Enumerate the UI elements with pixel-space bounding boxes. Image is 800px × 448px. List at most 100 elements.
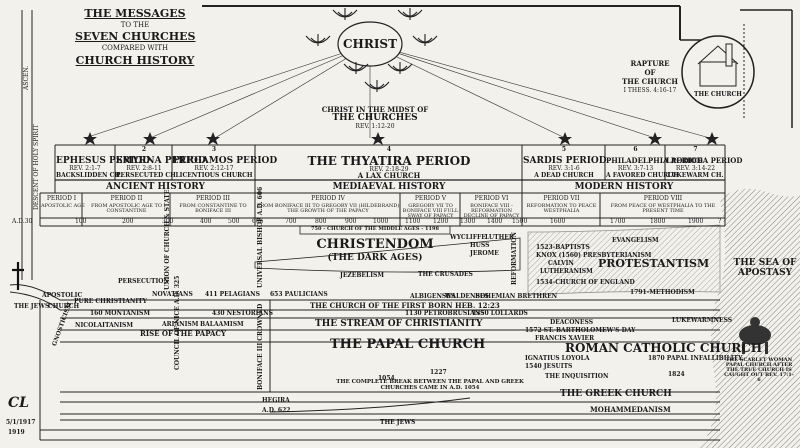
- rapture-ref: I THESS. 4:16-17: [623, 87, 677, 94]
- church-philadelphia-desc: A FAVORED CHURCH: [606, 172, 679, 179]
- balaamism-label: BALAAMISM: [200, 321, 244, 328]
- protestantism-label: PROTESTANTISM: [598, 257, 710, 270]
- year-label: 500: [228, 218, 240, 225]
- ad622-label: A.D. 622: [262, 407, 291, 414]
- christ-midst-line1: CHRIST IN THE MIDST OF: [321, 105, 429, 114]
- church-thyatira-num: 4: [386, 146, 392, 153]
- year-label: 300: [162, 218, 174, 225]
- jesuits-label: 1540 JESUITS: [525, 363, 573, 370]
- crusades-label: THE CRUSADES: [418, 271, 473, 278]
- lollards-label: 1350 LOLLARDS: [472, 310, 528, 317]
- year-label: 700: [285, 218, 297, 225]
- year-label: A.D.30: [12, 218, 33, 225]
- mohammedanism-label: MOHAMMEDANISM: [590, 405, 671, 414]
- papal-church-label: THE PAPAL CHURCH: [330, 337, 486, 352]
- methodism-label: 1791-METHODISM: [630, 289, 695, 296]
- period-2-desc: FROM APOSTOLIC AGE TO CONSTANTINE: [91, 203, 162, 214]
- period-6-label: PERIOD VI: [474, 195, 509, 202]
- period-7-label: PERIOD VII: [543, 195, 580, 202]
- lutheranism-label: LUTHERANISM: [540, 268, 593, 275]
- sea-label: THE SEA OF APOSTASY: [733, 258, 797, 279]
- church-laodicea-ref: REV. 3:14-22: [675, 165, 716, 172]
- universal-bishop-label: UNIVERSAL BISHOP A.D. 606: [257, 186, 264, 288]
- hegira-label: HEGIRA: [262, 397, 290, 404]
- year-label: 1800: [650, 218, 666, 225]
- deaconess-label: DEACONESS: [550, 319, 594, 326]
- xavier-label: FRANCIS XAVIER: [535, 335, 595, 342]
- year-label: 1100: [405, 218, 421, 225]
- council-nice-label: COUNCIL OF NICE A.D. 325: [174, 275, 181, 370]
- huss-label: HUSS: [470, 242, 490, 249]
- christ-midst-ref: REV. 1:12-20: [355, 123, 395, 130]
- scarlet-woman-figure: [739, 317, 771, 354]
- greek-church-label: THE GREEK CHURCH: [560, 389, 672, 399]
- year-1054-label: 1054: [378, 375, 395, 382]
- calvin-label: CALVIN: [548, 260, 574, 267]
- infallibility-label: 1870 PAPAL INFALLIBILITY: [648, 355, 743, 362]
- jerome-label: JEROME: [470, 250, 499, 257]
- period-3-label: PERIOD III: [195, 195, 231, 202]
- descent-label: DESCENT OF HOLY SPIRIT: [33, 124, 40, 210]
- albigenses-label: ALBIGENSES: [410, 293, 456, 300]
- title-line2: TO THE: [120, 21, 150, 29]
- church-laodicea-num: 7: [693, 146, 698, 153]
- first-born-label: THE CHURCH OF THE FIRST BORN HEB. 12:23: [310, 301, 500, 310]
- montanism-label: 160 MONTANISM: [90, 310, 151, 317]
- evangelism-label: EVANGELISM: [612, 237, 659, 244]
- title-line4: COMPARED WITH: [101, 44, 169, 52]
- church-smyrna-desc: PERSECUTED CH.: [116, 172, 178, 179]
- church-pergamos-num: 3: [211, 146, 217, 153]
- year-label: 1900: [688, 218, 704, 225]
- year-label: 800: [315, 218, 327, 225]
- period-7-desc: REFORMATION TO PEACE WESTPHALIA: [526, 203, 597, 214]
- persecution-label: PERSECUTION: [118, 278, 169, 285]
- rapture-line2: OF: [644, 68, 656, 77]
- jews-top-label: THE JEWS: [14, 303, 50, 310]
- church-pergamos-ref: REV. 2:12-17: [194, 165, 234, 172]
- rapture-church-label: THE CHURCH: [694, 91, 742, 98]
- lukewarmness-label: LUKEWARMNESS: [672, 317, 733, 324]
- year-label: 1600: [550, 218, 566, 225]
- church-left-label: CHURCH: [48, 303, 80, 310]
- loyola-label: IGNATIUS LOYOLA: [525, 355, 590, 362]
- church-ephesus-ref: REV. 2:1-7: [69, 165, 101, 172]
- church-england-label: 1534-CHURCH OF ENGLAND: [536, 279, 635, 286]
- year-label: 100: [75, 218, 87, 225]
- wycliffe-label: WYCLIFFE: [450, 234, 486, 241]
- nestorians-label: 430 NESTORIANS: [212, 310, 273, 317]
- year-1227-label: 1227: [430, 369, 447, 376]
- year-label: 900: [345, 218, 357, 225]
- rapture-line3: THE CHURCH: [622, 77, 678, 86]
- baptists-label: 1523-BAPTISTS: [536, 244, 590, 251]
- church-sardis-ref: REV. 3:1-6: [548, 165, 580, 172]
- church-sardis-desc: A DEAD CHURCH: [534, 172, 594, 179]
- date-line2: 1919: [8, 429, 25, 436]
- inquisition-label: THE INQUISITION: [545, 373, 609, 380]
- period-1-label: PERIOD I: [46, 195, 77, 202]
- church-laodicea-name: LAODICEA PERIOD: [666, 156, 743, 165]
- church-pergamos-desc: LICENTIOUS CHURCH: [175, 172, 253, 179]
- pelagians-label: 411 PELAGIANS: [205, 291, 260, 298]
- period-4-label: PERIOD IV: [311, 195, 345, 202]
- church-sardis-num: 5: [561, 146, 567, 153]
- christ-circle: [337, 21, 403, 67]
- year-label: 1500: [512, 218, 528, 225]
- rise-papacy-label: RISE OF THE PAPACY: [140, 329, 226, 338]
- middle-ages-label: 750 - CHURCH OF THE MIDDLE AGES - 1198: [311, 226, 439, 232]
- church-sardis-name: SARDIS PERIOD: [523, 156, 607, 166]
- church-smyrna-name: SMYRNA PERIOD: [116, 156, 206, 166]
- petrobrusians-label: 1130 PETROBRUSIANS: [405, 310, 485, 317]
- nicolaitanism-label: NICOLAITANISM: [75, 322, 134, 329]
- church-thyatira-desc: A LAX CHURCH: [357, 171, 421, 180]
- year-label: 1700: [610, 218, 626, 225]
- bartholomew-label: 1572 ST. BARTHOLOMEW'S DAY: [525, 327, 636, 334]
- era-ancient: ANCIENT HISTORY: [106, 182, 205, 192]
- year-label: 1000: [373, 218, 389, 225]
- christendom-band: [254, 237, 521, 273]
- bohemian-label: BOHEMIAN BRETHREN: [475, 293, 558, 300]
- arianism-label: ARIANISM: [162, 321, 199, 328]
- period-4-desc: FROM BONIFACE III TO GREGORY VII (HILDEB…: [256, 203, 400, 214]
- year-label: 400: [200, 218, 212, 225]
- year-label: 1400: [487, 218, 503, 225]
